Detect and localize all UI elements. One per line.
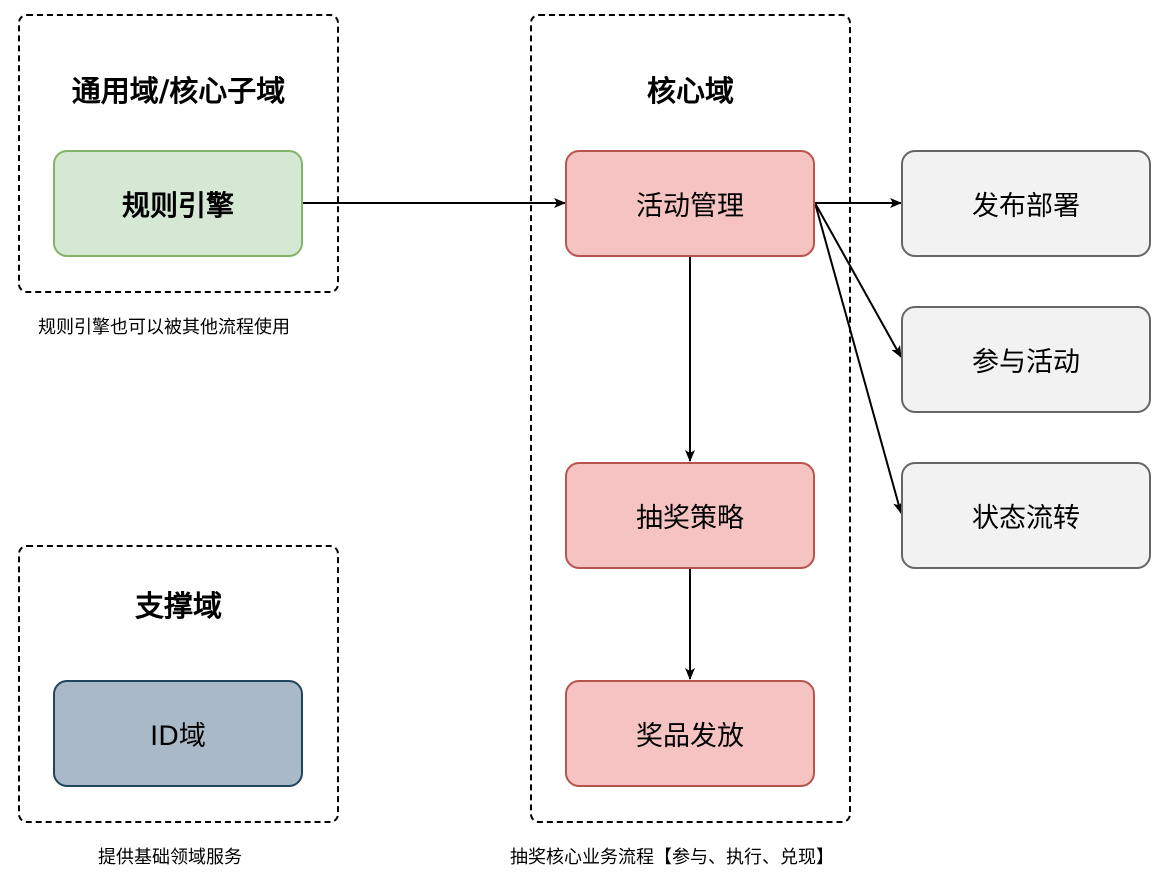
core-domain-title: 核心域 — [646, 74, 734, 108]
core-domain-group: 核心域 — [530, 14, 851, 823]
id-domain-node[interactable]: ID域 — [53, 680, 303, 787]
support-domain-group: 支撑域 — [18, 545, 339, 823]
state-flow-node[interactable]: 状态流转 — [901, 462, 1151, 569]
edge-activity-to-state — [814, 202, 903, 514]
edge-activity-to-join — [814, 202, 902, 358]
core-domain-caption: 抽奖核心业务流程【参与、执行、兑现】 — [510, 847, 834, 868]
support-domain-title: 支撑域 — [134, 589, 222, 623]
rule-engine-node[interactable]: 规则引擎 — [53, 150, 303, 257]
activity-management-node[interactable]: 活动管理 — [565, 150, 815, 257]
general-domain-group: 通用域/核心子域 — [18, 14, 339, 293]
general-domain-title: 通用域/核心子域 — [71, 74, 286, 108]
publish-deploy-node[interactable]: 发布部署 — [901, 150, 1151, 257]
prize-issue-node[interactable]: 奖品发放 — [565, 680, 815, 787]
general-domain-caption: 规则引擎也可以被其他流程使用 — [38, 317, 290, 338]
join-activity-node[interactable]: 参与活动 — [901, 306, 1151, 413]
support-domain-caption: 提供基础领域服务 — [98, 847, 242, 868]
lottery-strategy-node[interactable]: 抽奖策略 — [565, 462, 815, 569]
